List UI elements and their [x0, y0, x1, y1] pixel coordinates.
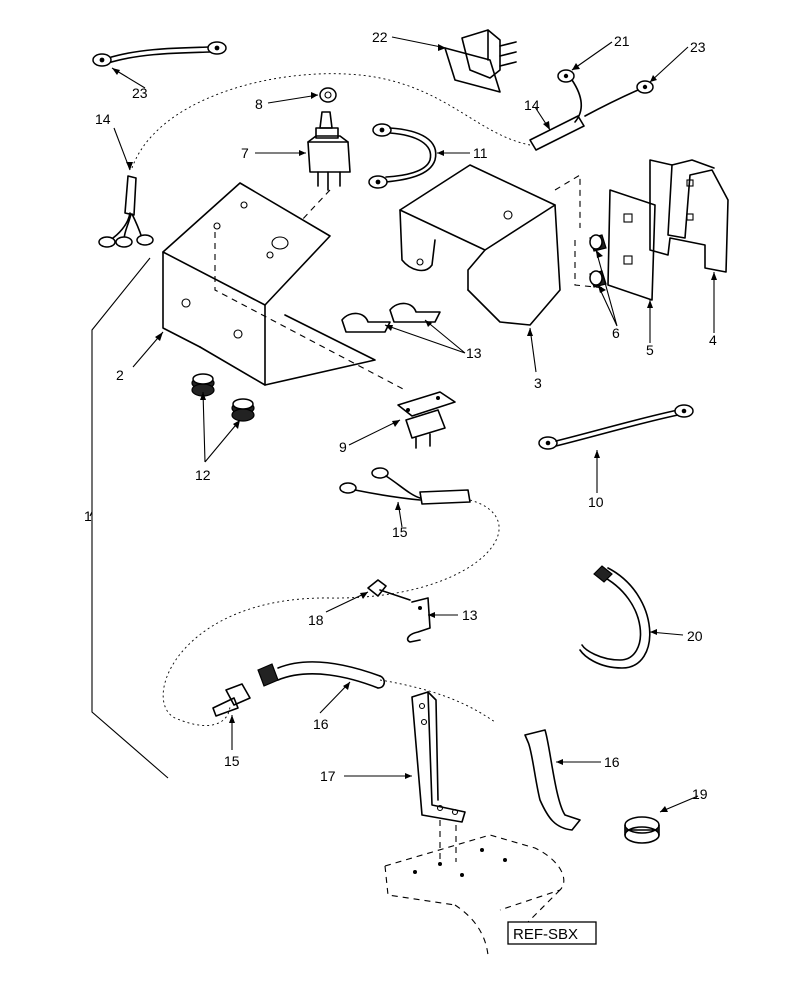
cable-11: [368, 123, 437, 189]
callout-8: 8: [255, 96, 263, 112]
strap-20: [579, 565, 651, 669]
reference-label-box: REF-SBX: [507, 921, 597, 945]
callout-labels: 1 2 3 4 5 6 7 8 9 10 11 12 13 13 14 14 1…: [84, 29, 717, 802]
clip-13-left: [341, 312, 391, 333]
callout-13-lower: 13: [462, 607, 478, 623]
spacer-6-lower: [589, 270, 607, 288]
wire-path-16: [379, 679, 496, 723]
cable-23-left: [92, 41, 227, 67]
callout-15-lower: 15: [224, 753, 240, 769]
harness-14-left: [98, 175, 154, 248]
harness-15-upper: [339, 467, 471, 505]
callout-18: 18: [308, 612, 324, 628]
assembly-line-housing: [554, 174, 581, 228]
grommet-12-left: [191, 373, 215, 397]
callout-21: 21: [614, 33, 630, 49]
housing-3: [399, 164, 561, 326]
wire-harness-path-upper: [131, 73, 531, 169]
callout-5: 5: [646, 342, 654, 358]
bracket-17: [411, 691, 466, 823]
callout-15-upper: 15: [392, 524, 408, 540]
callout-3: 3: [534, 375, 542, 391]
rod-16: [524, 729, 581, 831]
channel-4: [649, 159, 729, 273]
toggle-switch-7: [307, 111, 351, 191]
callout-11: 11: [473, 145, 488, 161]
callout-16-middle: 16: [313, 716, 329, 732]
callout-1: 1: [84, 508, 92, 524]
grommet-19: [624, 816, 660, 844]
callout-13-upper: 13: [466, 345, 482, 361]
callout-2: 2: [116, 367, 124, 383]
assembly-line-17: [439, 820, 457, 862]
cable-16-lower: [257, 661, 386, 689]
reference-label: REF-SBX: [513, 926, 578, 943]
callout-6: 6: [612, 325, 620, 341]
connector-9: [397, 391, 456, 449]
callout-9: 9: [339, 439, 347, 455]
leader-arrowheads: [112, 44, 717, 812]
spacer-6-upper: [589, 234, 607, 252]
callout-19: 19: [692, 786, 708, 802]
group-bracket-1: [91, 257, 169, 779]
callout-4: 4: [709, 332, 717, 348]
grommet-12-right: [231, 398, 255, 422]
connector-15-lower: [212, 683, 251, 717]
plate-5: [607, 189, 656, 301]
callout-7: 7: [241, 145, 249, 161]
nut-8: [319, 87, 337, 103]
callout-16-right: 16: [604, 754, 620, 770]
callout-14-right: 14: [524, 97, 540, 113]
harness-14-right: [529, 69, 654, 151]
assembly-line-plate: [574, 240, 606, 289]
bracket-2: [162, 182, 376, 386]
clip-13-lower: [406, 597, 431, 643]
callout-23-right: 23: [690, 39, 706, 55]
cable-10: [538, 404, 694, 450]
callout-17: 17: [320, 768, 336, 784]
assembly-line-switch: [299, 189, 331, 223]
callout-22: 22: [372, 29, 388, 45]
callout-10: 10: [588, 494, 604, 510]
wire-harness-path-lower: [162, 499, 500, 726]
bolt-18: [367, 579, 411, 601]
callout-14-left: 14: [95, 111, 111, 127]
clip-13-right: [389, 302, 441, 323]
callout-20: 20: [687, 628, 703, 644]
relay-22: [444, 29, 517, 93]
callout-12: 12: [195, 467, 211, 483]
callout-23-left: 23: [132, 85, 148, 101]
assembly-line-bracket: [214, 232, 406, 391]
